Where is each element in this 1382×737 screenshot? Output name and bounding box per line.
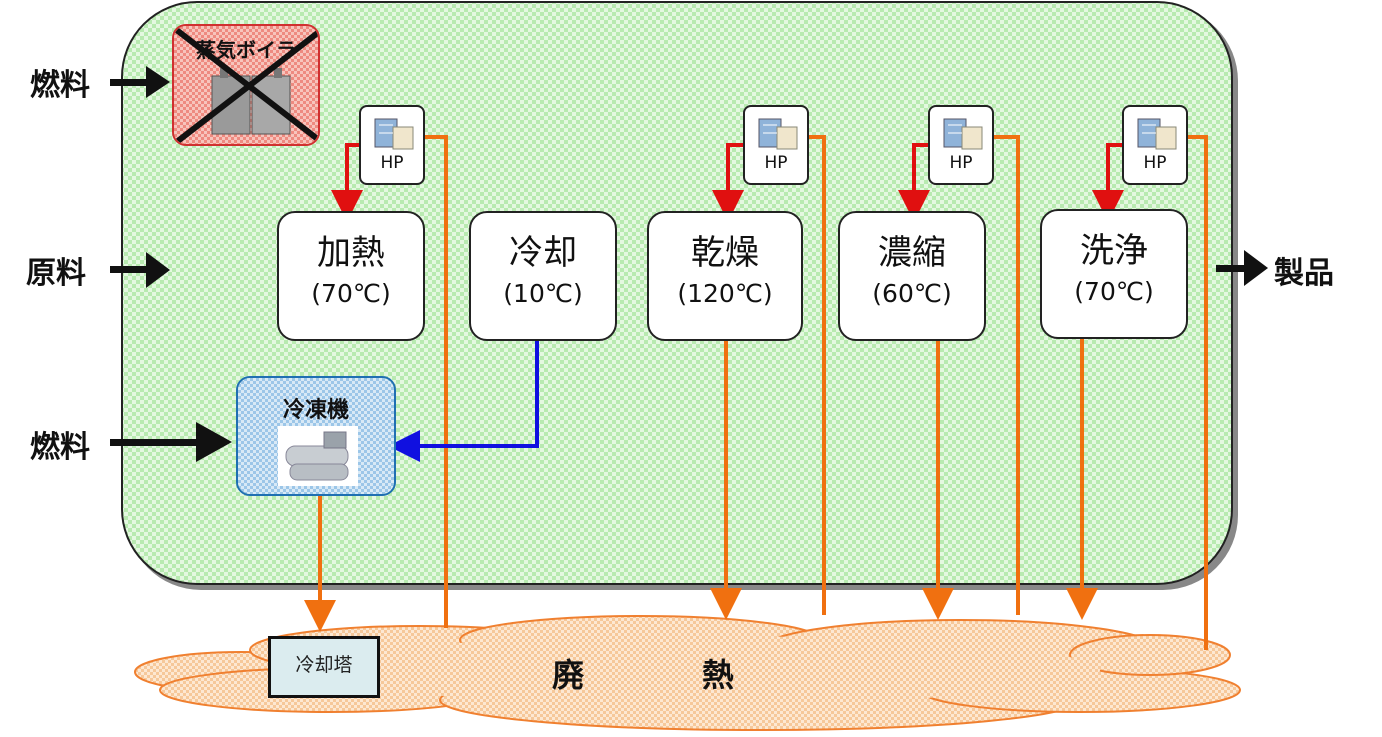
cooling-line xyxy=(388,340,539,462)
process-temperature: (70℃) xyxy=(311,279,391,308)
heat-pump-3: HP xyxy=(928,105,994,185)
process-washing: 洗浄 (70℃) xyxy=(1040,209,1188,339)
steam-boiler-icon xyxy=(174,26,318,144)
process-name: 加熱 xyxy=(317,233,385,273)
heat-pump-label: HP xyxy=(949,153,973,173)
process-drying: 乾燥 (120℃) xyxy=(647,211,803,341)
heat-pump-icon xyxy=(374,118,414,150)
heat-pump-label: HP xyxy=(764,153,788,173)
waste-heat-lines xyxy=(304,135,1208,650)
process-temperature: (60℃) xyxy=(872,279,952,308)
heat-pump-icon xyxy=(758,118,798,150)
heat-pump-2: HP xyxy=(743,105,809,185)
raw-material-label: 原料 xyxy=(26,256,86,291)
heat-pump-icon xyxy=(943,118,983,150)
chiller-icon xyxy=(238,378,394,494)
steam-boiler: 蒸気ボイラ xyxy=(172,24,320,146)
heat-supply-lines xyxy=(331,143,1124,222)
steam-boiler-label: 蒸気ボイラ xyxy=(196,38,296,62)
chiller-label: 冷凍機 xyxy=(282,398,349,423)
chiller: 冷凍機 xyxy=(236,376,396,496)
cooling-tower: 冷却塔 xyxy=(268,636,380,698)
process-temperature: (70℃) xyxy=(1074,277,1154,306)
heat-pump-1: HP xyxy=(359,105,425,185)
heat-pump-label: HP xyxy=(380,153,404,173)
waste-heat-label-1: 廃 xyxy=(552,656,585,694)
waste-heat-label-2: 熱 xyxy=(702,656,735,694)
process-name: 洗浄 xyxy=(1080,231,1148,271)
io-arrows xyxy=(110,66,1268,462)
process-concentration: 濃縮 (60℃) xyxy=(838,211,986,341)
heat-pump-icon xyxy=(1137,118,1177,150)
process-temperature: (120℃) xyxy=(677,279,773,308)
heat-pump-4: HP xyxy=(1122,105,1188,185)
heat-pump-label: HP xyxy=(1143,153,1167,173)
process-name: 乾燥 xyxy=(691,233,759,273)
process-name: 冷却 xyxy=(509,233,577,273)
process-heating: 加熱 (70℃) xyxy=(277,211,425,341)
product-output-label: 製品 xyxy=(1274,256,1334,291)
process-temperature: (10℃) xyxy=(503,279,583,308)
fuel-input-label-bottom: 燃料 xyxy=(30,430,90,465)
process-cooling: 冷却 (10℃) xyxy=(469,211,617,341)
process-name: 濃縮 xyxy=(878,233,946,273)
fuel-input-label-top: 燃料 xyxy=(30,68,90,103)
